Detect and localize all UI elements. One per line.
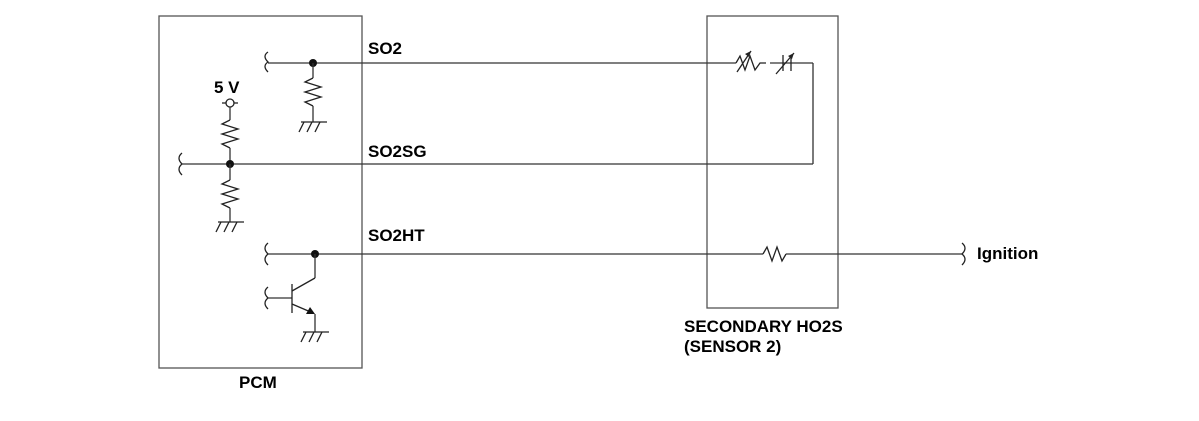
voltage-label: 5 V [214, 78, 240, 97]
so2-label: SO2 [368, 39, 402, 58]
so2sg-label: SO2SG [368, 142, 427, 161]
sensor-box [706, 15, 839, 309]
sensor-label-line2: (SENSOR 2) [684, 337, 781, 356]
sensor-label-line1: SECONDARY HO2S [684, 317, 843, 336]
so2-circuit [264, 51, 736, 133]
so2sg-circuit [178, 98, 813, 233]
so2ht-label: SO2HT [368, 226, 425, 245]
pcm-label: PCM [239, 373, 277, 392]
driver-transistor [264, 254, 329, 343]
so2ht-circuit [264, 242, 966, 266]
sensor-element [735, 50, 814, 164]
pcm-box [158, 15, 363, 369]
ignition-label: Ignition [977, 244, 1038, 263]
